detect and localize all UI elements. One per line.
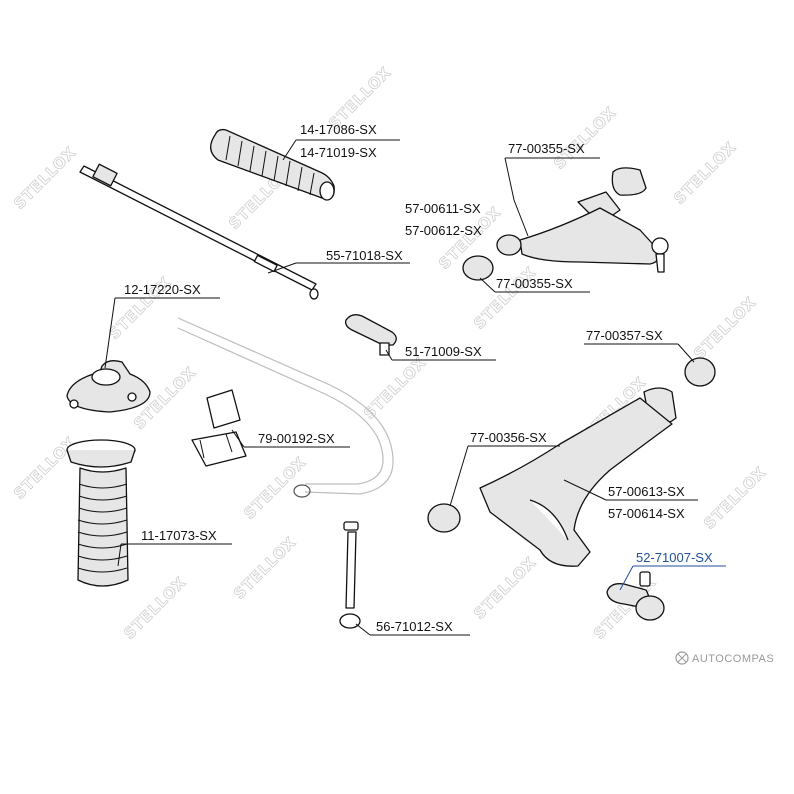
part-label-12-17220-sx[interactable]: 12-17220-SX <box>124 282 201 297</box>
watermark-text: STELLOX <box>550 103 620 173</box>
watermark-text: STELLOX <box>700 463 770 533</box>
bump-stop-boot <box>66 439 136 587</box>
steering-rack-boot <box>210 128 335 201</box>
part-label-56-71012-sx[interactable]: 56-71012-SX <box>376 619 453 634</box>
part-label-77-00356-sx[interactable]: 77-00356-SX <box>470 430 547 445</box>
watermark-text: STELLOX <box>690 293 760 363</box>
part-label-51-71009-sx[interactable]: 51-71009-SX <box>405 344 482 359</box>
stabilizer-link <box>339 521 361 629</box>
part-label-57-00611-sx[interactable]: 57-00611-SX <box>405 201 481 216</box>
lower-control-arm <box>427 357 716 567</box>
ball-joint <box>606 571 665 621</box>
footer-text: AUTOCOMPAS <box>692 653 774 665</box>
part-label-55-71018-sx[interactable]: 55-71018-SX <box>326 248 403 263</box>
stabilizer-bar <box>177 317 394 495</box>
watermark-text: STELLOX <box>120 573 190 643</box>
strut-mount <box>66 360 151 413</box>
stabilizer-bar-eye <box>293 484 311 498</box>
watermark-text: STELLOX <box>10 143 80 213</box>
part-label-57-00614-sx[interactable]: 57-00614-SX <box>608 506 685 521</box>
watermark-text: STELLOX <box>670 138 740 208</box>
watermark-text: STELLOX <box>10 433 80 503</box>
upper-control-arm <box>462 167 669 281</box>
tie-rod-end <box>344 314 397 356</box>
part-label-14-71019-sx[interactable]: 14-71019-SX <box>300 145 377 160</box>
part-label-11-17073-sx[interactable]: 11-17073-SX <box>141 528 217 543</box>
part-labels: 14-17086-SX 14-71019-SX 55-71018-SX 12-1… <box>124 122 713 634</box>
footer-brand: AUTOCOMPAS <box>675 651 774 665</box>
watermark-text: STELLOX <box>470 553 540 623</box>
part-label-77-00357-sx[interactable]: 77-00357-SX <box>586 328 663 343</box>
part-label-14-17086-sx[interactable]: 14-17086-SX <box>300 122 377 137</box>
inner-tie-rod <box>79 163 319 300</box>
part-label-79-00192-sx[interactable]: 79-00192-SX <box>258 431 335 446</box>
stabilizer-bushing <box>191 389 247 467</box>
part-label-52-71007-sx[interactable]: 52-71007-SX <box>636 550 713 565</box>
part-label-57-00613-sx[interactable]: 57-00613-SX <box>608 484 685 499</box>
watermark-text: STELLOX <box>230 533 300 603</box>
part-label-77-00355-sx-bottom[interactable]: 77-00355-SX <box>496 276 573 291</box>
part-label-57-00612-sx[interactable]: 57-00612-SX <box>405 223 482 238</box>
part-label-77-00355-sx-top[interactable]: 77-00355-SX <box>508 141 585 156</box>
autocompas-logo-icon <box>675 651 689 665</box>
watermark-text: STELLOX <box>240 453 310 523</box>
leader-lines <box>104 139 726 636</box>
